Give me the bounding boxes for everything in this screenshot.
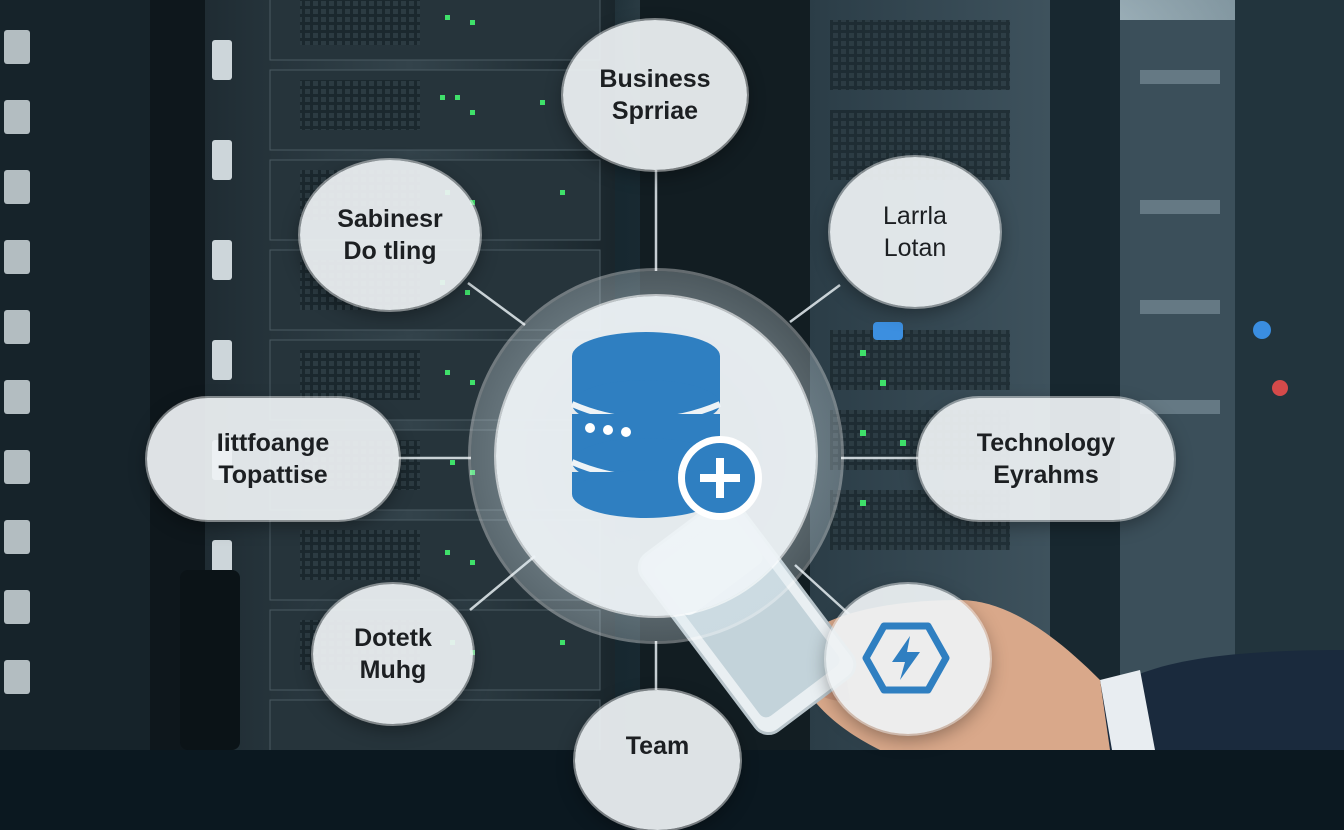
node-left-line2: Topattise [218,461,328,489]
node-lower-left[interactable]: Dotetk Muhg [313,584,473,724]
node-bottom-line1: Team [625,732,690,760]
node-lower-left-line2: Muhg [359,656,427,684]
node-bottom[interactable]: Team [575,690,740,830]
node-top[interactable]: Business Sprriae [563,20,747,170]
node-upper-right-line2: Lotan [883,234,947,262]
node-upper-right-line1: Larrla [883,202,947,230]
node-right[interactable]: Technology Eyrahms [918,398,1174,520]
database-plus-icon [570,332,762,520]
node-left-line1: Iittfoange [216,429,330,457]
node-upper-left-line1: Sabinesr [337,205,443,233]
node-right-line1: Technology [976,429,1116,457]
node-lower-left-line1: Dotetk [354,624,432,652]
node-right-line2: Eyrahms [993,461,1099,489]
node-upper-right[interactable]: Larrla Lotan [830,157,1000,307]
node-upper-left-line2: Do tling [343,237,437,265]
lightning-hexagon-icon [862,622,950,694]
node-top-line1: Business [599,65,711,93]
node-top-line2: Sprriae [611,97,699,125]
node-left[interactable]: Iittfoange Topattise [147,398,399,520]
node-upper-left[interactable]: Sabinesr Do tling [300,160,480,310]
